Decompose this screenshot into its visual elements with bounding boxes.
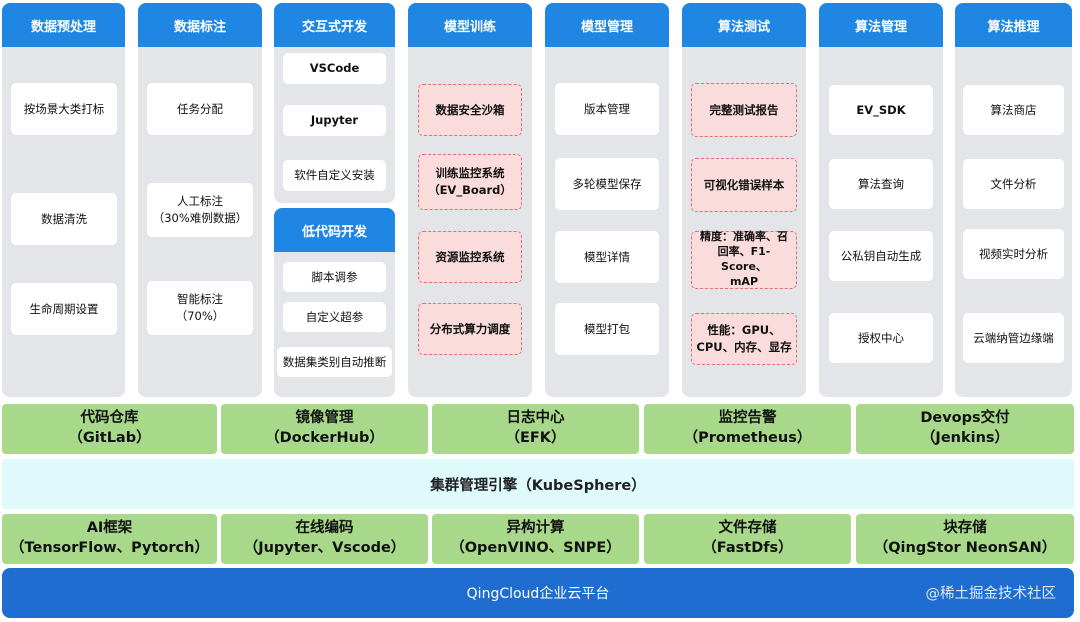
infra-name: 文件存储 [718,520,777,537]
column-title: 交互式开发 [274,3,395,47]
item-dataset-class-inference[interactable]: 数据集类别自动推断 [277,347,392,377]
column-low-code-dev: 低代码开发 脚本调参 自定义超参 数据集类别自动推断 [274,208,395,397]
infra-tool: （Jupyter、Vscode） [243,540,406,556]
cluster-management-engine[interactable]: 集群管理引擎（KubeSphere） [2,459,1074,509]
devops-tool: （Jenkins） [920,430,1010,446]
devops-delivery[interactable]: Devops交付 （Jenkins） [856,404,1074,454]
column-title: 模型管理 [545,3,669,47]
column-interactive-dev: 交互式开发 VSCode Jupyter 软件自定义安装 [274,3,395,203]
devops-image-management[interactable]: 镜像管理 （DockerHub） [221,404,428,454]
item-security-sandbox[interactable]: 数据安全沙箱 [418,84,522,136]
item-line: 智能标注 （70%） [175,292,225,323]
devops-name: 镜像管理 [295,410,354,427]
item-custom-hyperparams[interactable]: 自定义超参 [283,302,386,332]
column-algorithm-inference: 算法推理 算法商店 文件分析 视频实时分析 云端纳管边缘端 [955,3,1072,397]
infra-name: 异构计算 [506,520,565,537]
item-performance-metrics[interactable]: 性能：GPU、 CPU、内存、显存 [691,313,797,365]
infra-file-storage[interactable]: 文件存储 （FastDfs） [644,514,851,564]
devops-tool: （EFK） [505,430,566,446]
item-line: 性能：GPU、 CPU、内存、显存 [696,323,792,354]
item-software-install[interactable]: 软件自定义安装 [283,160,386,191]
column-algorithm-testing: 算法测试 完整测试报告 可视化错误样本 精度：准确率、召 回率、F1-Score… [682,3,806,397]
item-video-realtime-analysis[interactable]: 视频实时分析 [963,229,1064,279]
item-vscode[interactable]: VSCode [283,53,386,84]
item-model-details[interactable]: 模型详情 [555,231,659,283]
column-title: 算法推理 [955,3,1072,47]
item-line: 训练监控系统 （EV_Board） [428,166,512,197]
infra-tool: （TensorFlow、Pytorch） [10,540,209,556]
item-smart-annotation[interactable]: 智能标注 （70%） [147,281,253,335]
item-data-cleaning[interactable]: 数据清洗 [11,193,117,245]
cloud-platform[interactable]: QingCloud企业云平台 [2,568,1074,618]
item-manual-annotation[interactable]: 人工标注 （30%难例数据） [147,183,253,237]
devops-name: 监控告警 [718,410,777,427]
item-task-assignment[interactable]: 任务分配 [147,83,253,135]
infra-name: 块存储 [943,520,987,537]
item-distributed-scheduling[interactable]: 分布式算力调度 [418,303,522,355]
devops-tool: （DockerHub） [265,430,384,446]
infra-block-storage[interactable]: 块存储 （QingStor NeonSAN） [856,514,1074,564]
infra-tool: （FastDfs） [702,540,793,556]
item-training-monitor[interactable]: 训练监控系统 （EV_Board） [418,154,522,210]
devops-log-center[interactable]: 日志中心 （EFK） [432,404,639,454]
column-title: 算法管理 [819,3,943,47]
item-algorithm-query[interactable]: 算法查询 [829,159,933,209]
item-license-center[interactable]: 授权中心 [829,313,933,363]
item-line: 人工标注 （30%难例数据） [152,194,248,225]
column-title: 数据预处理 [2,3,125,47]
item-resource-monitor[interactable]: 资源监控系统 [418,231,522,283]
item-model-packaging[interactable]: 模型打包 [555,303,659,355]
column-model-training: 模型训练 数据安全沙箱 训练监控系统 （EV_Board） 资源监控系统 分布式… [408,3,532,397]
item-accuracy-metrics[interactable]: 精度：准确率、召 回率、F1-Score、 mAP [691,230,797,289]
item-script-tuning[interactable]: 脚本调参 [283,262,386,292]
column-data-annotation: 数据标注 任务分配 人工标注 （30%难例数据） 智能标注 （70%） [138,3,262,397]
infra-name: AI框架 [86,520,133,537]
devops-name: 代码仓库 [80,410,139,427]
item-file-analysis[interactable]: 文件分析 [963,159,1064,209]
item-full-test-report[interactable]: 完整测试报告 [691,83,797,137]
column-title: 低代码开发 [274,208,395,252]
column-algorithm-management: 算法管理 EV_SDK 算法查询 公私钥自动生成 授权中心 [819,3,943,397]
devops-monitoring-alerts[interactable]: 监控告警 （Prometheus） [644,404,851,454]
infra-tool: （OpenVINO、SNPE） [450,540,621,556]
devops-name: 日志中心 [506,410,565,427]
column-title: 模型训练 [408,3,532,47]
column-title: 算法测试 [682,3,806,47]
column-data-preprocessing: 数据预处理 按场景大类打标 数据清洗 生命周期设置 [2,3,125,397]
watermark: @稀土掘金技术社区 [925,586,1057,602]
infra-heterogeneous-compute[interactable]: 异构计算 （OpenVINO、SNPE） [432,514,639,564]
devops-tool: （GitLab） [68,430,151,446]
infra-ai-framework[interactable]: AI框架 （TensorFlow、Pytorch） [2,514,217,564]
item-algorithm-store[interactable]: 算法商店 [963,85,1064,135]
item-line: 精度：准确率、召 回率、F1-Score、 mAP [700,230,788,288]
item-error-sample-visualization[interactable]: 可视化错误样本 [691,158,797,212]
item-ev-sdk[interactable]: EV_SDK [829,85,933,135]
devops-code-repo[interactable]: 代码仓库 （GitLab） [2,404,217,454]
item-jupyter[interactable]: Jupyter [283,105,386,136]
item-scene-tagging[interactable]: 按场景大类打标 [11,83,117,135]
column-title: 数据标注 [138,3,262,47]
devops-tool: （Prometheus） [683,430,812,446]
item-edge-management[interactable]: 云端纳管边缘端 [963,313,1064,363]
item-key-generation[interactable]: 公私钥自动生成 [829,231,933,281]
infra-tool: （QingStor NeonSAN） [873,540,1057,556]
infra-online-coding[interactable]: 在线编码 （Jupyter、Vscode） [221,514,428,564]
infra-name: 在线编码 [295,520,354,537]
item-version-management[interactable]: 版本管理 [555,83,659,135]
devops-name: Devops交付 [920,410,1010,427]
item-lifecycle-settings[interactable]: 生命周期设置 [11,283,117,335]
column-model-management: 模型管理 版本管理 多轮模型保存 模型详情 模型打包 [545,3,669,397]
item-multi-round-save[interactable]: 多轮模型保存 [555,158,659,210]
